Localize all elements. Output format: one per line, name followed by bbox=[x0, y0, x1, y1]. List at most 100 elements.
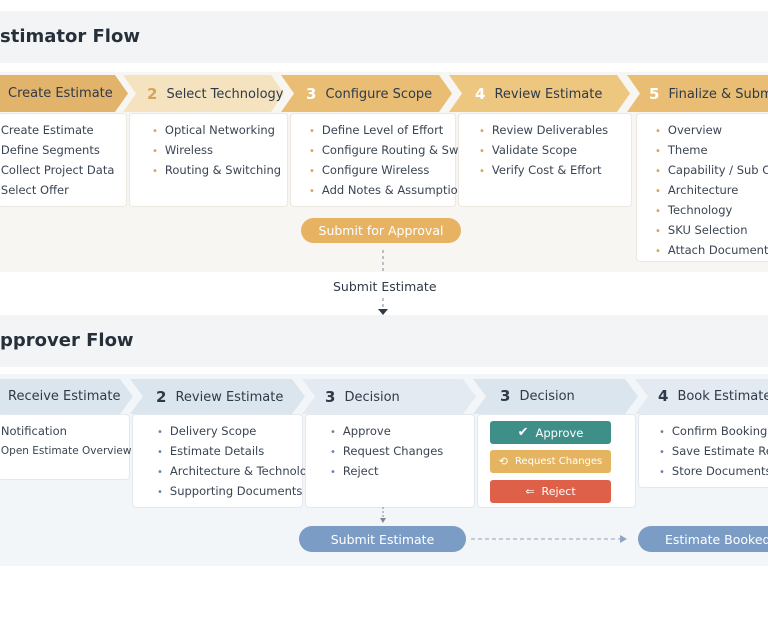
approver-step-5-chevron[interactable] bbox=[635, 379, 768, 414]
approver-step-3-card: Approve Request Changes Reject bbox=[305, 414, 475, 508]
step-items: Notification Open Estimate Overview bbox=[0, 422, 132, 461]
estimator-step-3-card: Define Level of Effort Configure Routing… bbox=[290, 113, 471, 207]
list-item: Routing & Switching bbox=[152, 161, 287, 181]
estimator-step-4-card: Review Deliverables Validate Scope Verif… bbox=[458, 113, 632, 207]
list-item: Attach Documents bbox=[655, 241, 768, 261]
approver-step-1-chevron[interactable] bbox=[0, 379, 133, 414]
list-item: Supporting Documents bbox=[157, 482, 302, 502]
list-item: Notification bbox=[0, 422, 129, 442]
step-items: Review Deliverables Validate Scope Verif… bbox=[479, 121, 631, 181]
request-changes-button[interactable]: ⟲ Request Changes bbox=[490, 450, 611, 473]
list-item: Configure Routing & Sw... bbox=[309, 141, 468, 161]
list-item: Open Estimate Overview bbox=[0, 442, 132, 461]
list-item: Confirm Booking bbox=[659, 422, 768, 442]
approve-button[interactable]: ✔ Approve bbox=[490, 421, 611, 444]
step-label: Select Technology bbox=[166, 86, 284, 102]
step-number: 5 bbox=[649, 85, 660, 103]
reject-button[interactable]: ⇐ Reject bbox=[490, 480, 611, 503]
submit-for-approval-button[interactable]: Submit for Approval bbox=[301, 218, 461, 243]
approver-header-band bbox=[0, 315, 768, 367]
submit-estimate-connector-label: Submit Estimate bbox=[333, 279, 437, 294]
step-label: Finalize & Subm bbox=[668, 86, 768, 102]
list-item: Add Notes & Assumptions bbox=[309, 181, 471, 201]
list-item: Define Segments bbox=[0, 141, 126, 161]
list-item: Review Deliverables bbox=[479, 121, 631, 141]
list-item: Validate Scope bbox=[479, 141, 631, 161]
step-items: Approve Request Changes Reject bbox=[330, 422, 474, 482]
step-number: 4 bbox=[658, 387, 669, 405]
approver-step-1-label: Receive Estimate bbox=[8, 389, 120, 404]
approver-step-4-label: 3 Decision bbox=[500, 387, 575, 405]
approver-step-5-label: 4 Book Estimate bbox=[658, 387, 768, 405]
list-item: Optical Networking bbox=[152, 121, 287, 141]
refresh-icon: ⟲ bbox=[498, 455, 508, 468]
approver-step-2-card: Delivery Scope Estimate Details Architec… bbox=[132, 414, 321, 508]
step-label: Receive Estimate bbox=[8, 389, 121, 404]
step-items: Delivery Scope Estimate Details Architec… bbox=[157, 422, 321, 502]
list-item: Wireless bbox=[152, 141, 287, 161]
submit-estimate-button[interactable]: Submit Estimate bbox=[299, 526, 466, 552]
step-number: 4 bbox=[475, 85, 486, 103]
step-number: 3 bbox=[325, 388, 336, 406]
approver-step-3-label: 3 Decision bbox=[325, 388, 400, 406]
estimator-step-1-card: Create Estimate Define Segments Collect … bbox=[0, 113, 127, 207]
list-item: Overview bbox=[655, 121, 768, 141]
connector-arrow-icon bbox=[378, 309, 388, 315]
reject-arrow-icon: ⇐ bbox=[525, 485, 535, 498]
check-icon: ✔ bbox=[517, 425, 529, 440]
step-number: 2 bbox=[147, 85, 158, 103]
step-number: 2 bbox=[156, 388, 167, 406]
estimator-step-2-chevron[interactable] bbox=[123, 75, 284, 112]
decision-connector-arrow-icon bbox=[380, 518, 386, 523]
estimator-step-5-label: 5 Finalize & Subm bbox=[649, 85, 768, 103]
approver-step-5-card: Confirm Booking Save Estimate Reco Store… bbox=[638, 414, 768, 488]
estimator-step-1-label: Create Estimate bbox=[8, 86, 113, 101]
step-label: Review Estimate bbox=[494, 86, 603, 102]
approver-step-4-chevron[interactable] bbox=[473, 379, 638, 414]
list-item: Theme bbox=[655, 141, 768, 161]
step-label: Configure Scope bbox=[325, 86, 433, 102]
step-items: Optical Networking Wireless Routing & Sw… bbox=[152, 121, 287, 181]
estimator-header-band bbox=[0, 11, 768, 63]
step-label: Review Estimate bbox=[175, 389, 284, 405]
list-item: Save Estimate Reco bbox=[659, 442, 768, 462]
step-items: Define Level of Effort Configure Routing… bbox=[309, 121, 471, 201]
estimator-step-1-chevron[interactable] bbox=[0, 75, 128, 112]
estimator-step-5-chevron[interactable] bbox=[627, 75, 768, 112]
step-label: Decision bbox=[344, 389, 400, 405]
list-item: Select Offer bbox=[0, 181, 126, 201]
step-label: Create Estimate bbox=[8, 86, 113, 101]
approver-flow-title: pprover Flow bbox=[0, 330, 134, 351]
list-item: Technology bbox=[655, 201, 768, 221]
estimator-chevrons bbox=[0, 75, 768, 112]
approver-step-3-chevron[interactable] bbox=[302, 379, 476, 414]
step-number: 3 bbox=[500, 387, 511, 405]
step-label: Book Estimate bbox=[677, 388, 768, 404]
list-item: Capability / Sub Capab bbox=[655, 161, 768, 181]
booked-connector-arrow-icon bbox=[620, 535, 627, 543]
list-item: Reject bbox=[330, 462, 474, 482]
approver-step-2-chevron[interactable] bbox=[130, 379, 305, 414]
step-items: Create Estimate Define Segments Collect … bbox=[0, 121, 126, 201]
list-item: Store Documents bbox=[659, 462, 768, 482]
list-item: Collect Project Data bbox=[0, 161, 126, 181]
estimator-step-3-chevron[interactable] bbox=[281, 75, 452, 112]
request-changes-label: Request Changes bbox=[514, 456, 603, 467]
estimate-booked-button[interactable]: Estimate Booked bbox=[638, 526, 768, 552]
approver-step-2-label: 2 Review Estimate bbox=[156, 388, 283, 406]
list-item: SKU Selection bbox=[655, 221, 768, 241]
list-item: Define Level of Effort bbox=[309, 121, 455, 141]
list-item: Verify Cost & Effort bbox=[479, 161, 631, 181]
list-item: Delivery Scope bbox=[157, 422, 302, 442]
reject-label: Reject bbox=[541, 485, 576, 498]
list-item: Create Estimate bbox=[0, 121, 126, 141]
list-item: Configure Wireless bbox=[309, 161, 455, 181]
estimator-step-2-card: Optical Networking Wireless Routing & Sw… bbox=[129, 113, 288, 207]
approver-chevrons bbox=[0, 379, 768, 414]
list-item: Request Changes bbox=[330, 442, 474, 462]
estimator-flow-title: stimator Flow bbox=[0, 26, 140, 47]
estimator-step-4-chevron[interactable] bbox=[449, 75, 630, 112]
step-items: Overview Theme Capability / Sub Capab Ar… bbox=[655, 121, 768, 261]
approver-connectors bbox=[380, 507, 627, 543]
approve-label: Approve bbox=[535, 425, 584, 440]
